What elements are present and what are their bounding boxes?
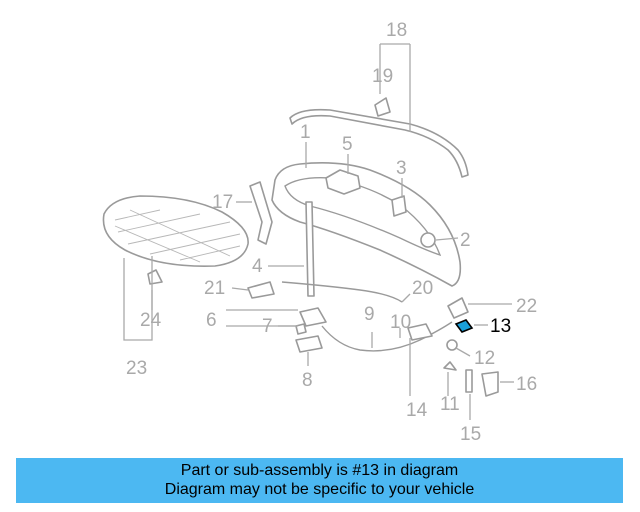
handle-part-8 (295, 335, 323, 353)
callout-3: 3 (396, 158, 407, 179)
banner-line-1: Part or sub-assembly is #13 in diagram (180, 462, 459, 479)
callout-19: 19 (372, 66, 393, 87)
clip-part-19 (374, 97, 391, 117)
hinge-part-17 (249, 181, 273, 245)
clip-part-24 (147, 269, 163, 285)
latch-part-5 (325, 169, 361, 195)
callout-14: 14 (406, 400, 428, 421)
callout-18: 18 (386, 20, 407, 41)
support-rod-part-4 (305, 201, 315, 297)
bumper-part-16 (481, 371, 499, 397)
callout-7: 7 (262, 316, 273, 337)
callout-24: 24 (140, 310, 162, 331)
leader-lines (123, 43, 514, 420)
bracket-part-10 (407, 323, 433, 341)
screw-part-7 (295, 323, 307, 335)
callout-17: 17 (212, 192, 233, 213)
bolt-part-15 (465, 369, 473, 393)
hood-seal-part-18 (289, 108, 469, 178)
callout-22: 22 (516, 296, 537, 317)
callout-8: 8 (302, 370, 313, 391)
clip-part-11 (443, 361, 457, 371)
callout-21: 21 (204, 278, 225, 299)
cable-part-9 (321, 321, 453, 352)
prop-rod-part-20 (281, 281, 403, 303)
highlighted-part-13 (454, 319, 474, 333)
callout-23: 23 (126, 358, 147, 379)
grommet-part-12 (446, 339, 458, 351)
callout-2: 2 (460, 230, 471, 251)
bumper-part-2 (420, 232, 436, 248)
callout-9: 9 (364, 304, 375, 325)
banner-line-2: Diagram may not be specific to your vehi… (164, 481, 475, 498)
callout-15: 15 (460, 424, 481, 445)
callout-12: 12 (474, 348, 495, 369)
callout-4: 4 (252, 256, 263, 277)
callout-1: 1 (300, 122, 311, 143)
callout-6: 6 (206, 310, 217, 331)
info-banner: Part or sub-assembly is #13 in diagram D… (16, 458, 623, 503)
callout-5: 5 (342, 134, 353, 155)
callout-20: 20 (412, 278, 433, 299)
callout-10: 10 (390, 312, 411, 333)
seal-part-22 (447, 297, 469, 319)
latch-part-6 (299, 307, 327, 327)
callout-16: 16 (516, 374, 537, 395)
callout-13: 13 (490, 316, 511, 337)
bolt-part-3 (391, 195, 407, 217)
insulator-hatch (114, 209, 241, 263)
bracket-part-21 (247, 281, 275, 299)
callout-11: 11 (440, 394, 460, 415)
